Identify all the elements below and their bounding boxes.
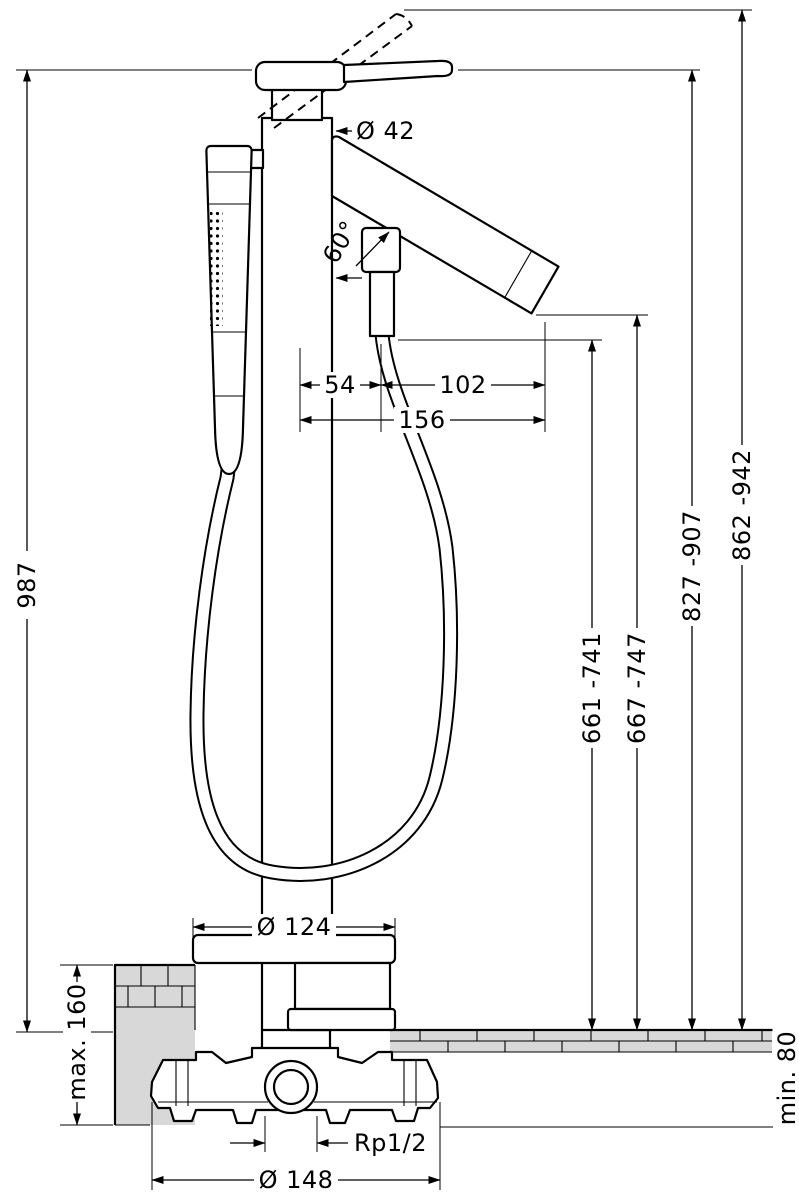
label-riser-diameter-text: Ø 42 (356, 117, 415, 145)
dim-install-depth-min-label: min. 80 (773, 1031, 799, 1126)
dim-spout-offset-label: 54 (324, 371, 356, 399)
hand-shower-knurling (210, 212, 223, 326)
base-pedestal (293, 961, 392, 1011)
dim-body-top-height: 827 -907 (678, 69, 706, 1031)
hand-shower (205, 144, 265, 476)
mixer-handle-raised-dashed (257, 13, 413, 129)
dim-lever-max-height: 862 -942 (728, 9, 756, 1031)
dim-install-body-diameter-label: Ø 148 (259, 1166, 334, 1194)
label-connection-thread-text: Rp1/2 (354, 1129, 427, 1157)
base-flange (286, 1007, 397, 1032)
installation-body (149, 1030, 440, 1125)
dim-install-body-diameter: Ø 148 (151, 1166, 441, 1194)
dim-total-height: 987 (13, 69, 41, 1033)
dim-spout-reach-label: 102 (439, 371, 486, 399)
dim-spout-offset: 54 (299, 371, 382, 399)
shower-hose (189, 333, 459, 882)
label-riser-diameter: Ø 42 (335, 117, 415, 145)
mixer-neck (270, 86, 324, 122)
dim-body-top-height-label: 827 -907 (678, 510, 706, 622)
dim-lever-max-height-label: 862 -942 (728, 449, 756, 561)
dim-spout-total-reach-label: 156 (398, 406, 445, 434)
dim-base-plate-diameter-label: Ø 124 (257, 913, 332, 941)
label-connection-thread: Rp1/2 (230, 1129, 427, 1157)
floor-right-section (390, 1028, 772, 1053)
dim-base-plate-diameter: Ø 124 (192, 913, 396, 941)
dim-spout-outlet-height: 667 -747 (623, 314, 651, 1031)
dimensions: 987 max. 160 min. 80 661 -741 (13, 9, 799, 1194)
dim-install-depth-max-label: max. 160 (63, 983, 91, 1100)
mixer-spout (330, 135, 560, 315)
dim-spout-reach: 102 (380, 371, 546, 399)
mixer-handle (254, 59, 454, 92)
floor-connection-inner (272, 1068, 310, 1106)
dim-install-depth-max: max. 160 (63, 964, 91, 1126)
hose-connector (360, 226, 402, 338)
dim-hose-connection-height: 661 -741 (578, 339, 606, 1031)
mixer (189, 13, 560, 1032)
dim-spout-outlet-height-label: 667 -747 (623, 632, 651, 744)
dim-spout-total-reach: 156 (299, 406, 546, 434)
dim-hose-connection-height-label: 661 -741 (578, 632, 606, 744)
dim-install-depth-min: min. 80 (773, 1026, 799, 1130)
dim-total-height-label: 987 (13, 561, 41, 608)
